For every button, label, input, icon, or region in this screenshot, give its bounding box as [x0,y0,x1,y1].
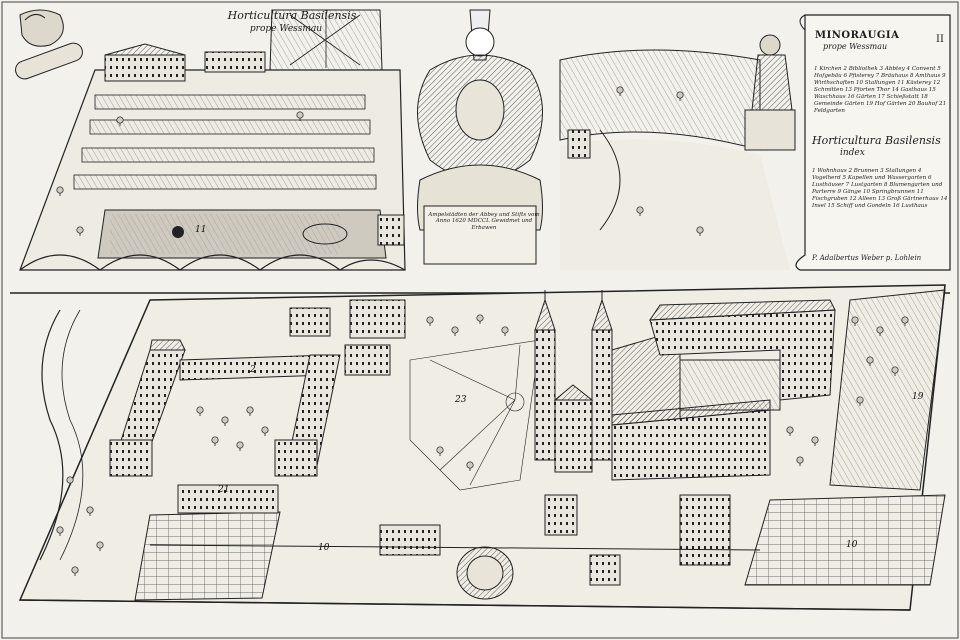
page-number: II [936,34,944,45]
marker-number: 11 [195,225,207,235]
legend-horticultura: 1 Wohnhaus 2 Brunnen 3 Stallungen 4 Voge… [812,168,948,209]
minoraugia-landscape [559,34,796,270]
marker-number: 10 [846,540,858,550]
subtitle-index: index [840,148,865,158]
cartouche-inscription: Ampelstädten der Abbey und Stifts vom An… [428,212,540,231]
title-minoraugia: MINORAUGIA [815,30,900,41]
subtitle-minoraugia: prope Wessmau [823,42,888,51]
marker-number: 19 [912,392,924,402]
legend-minoraugia: 1 Kirchen 2 Bibliothek 3 Abbtey 4 Conven… [814,66,947,114]
title-horticultura-index: Horticultura Basilensis [812,134,941,147]
monastery-grounds [18,284,946,611]
marker-number: 23 [455,395,467,405]
heraldic-cartouche [417,9,543,265]
marker-number: 21 [218,485,230,495]
marker-number: 2 [250,365,256,375]
subtitle-top-left: prope Wessmau [249,24,323,34]
horticultura-garden-plan [19,9,406,271]
engraver-signature: P. Adalbertus Weber p. Lohlein [812,254,922,262]
legend-scroll [795,14,951,271]
marker-number: 10 [318,543,330,553]
title-top-left: Horticultura Basilensis [227,9,357,22]
angel-illustration-left [15,9,83,80]
